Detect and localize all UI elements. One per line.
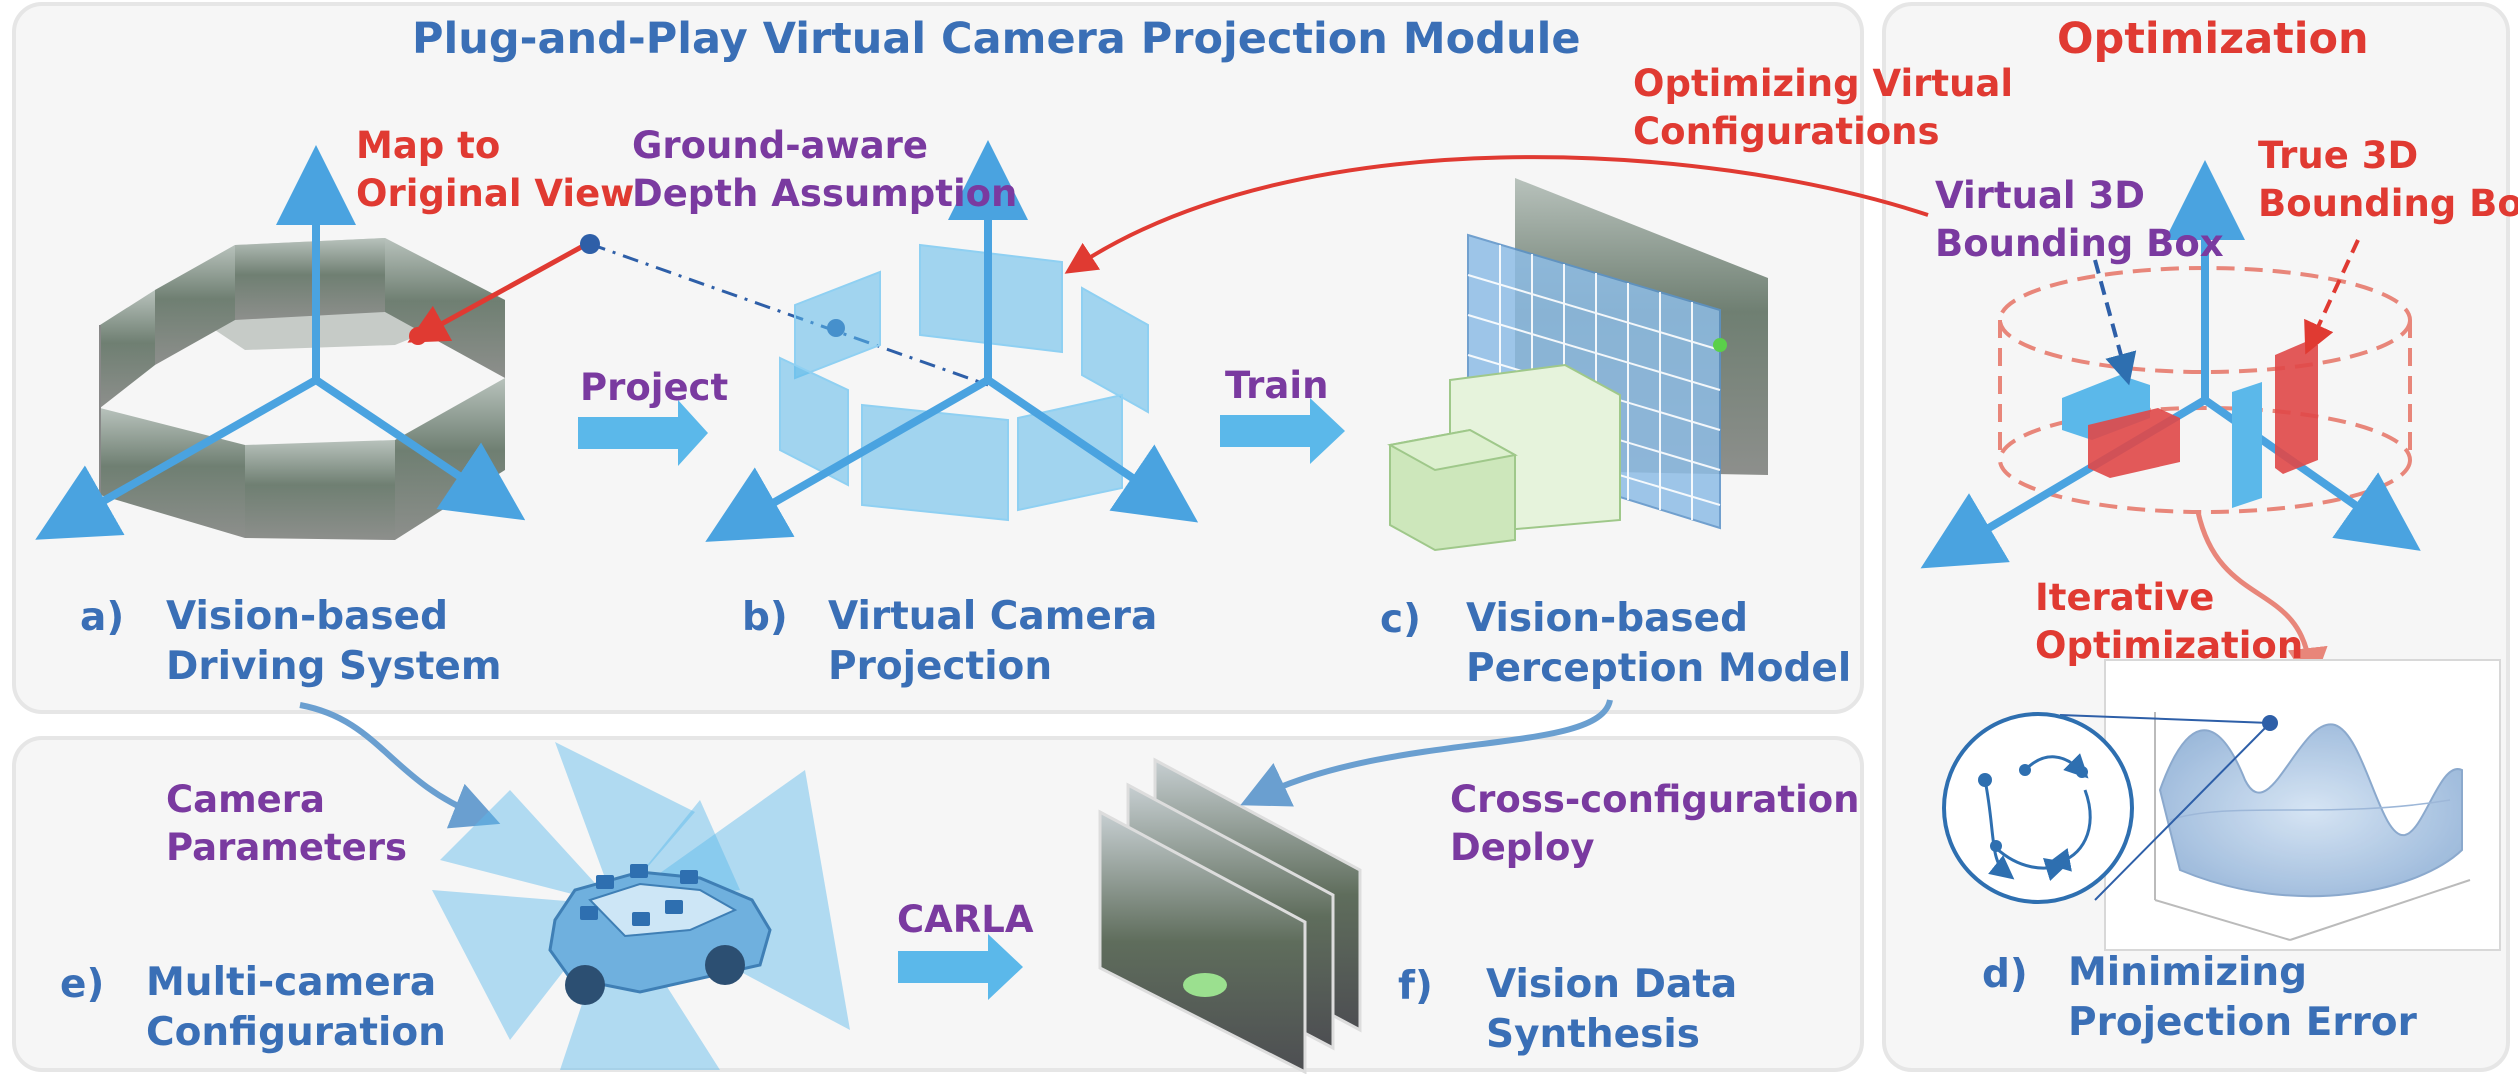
train-arrow: [1220, 398, 1345, 464]
true-3d-bbox: [2088, 340, 2318, 478]
main-title: Plug-and-Play Virtual Camera Projection …: [412, 14, 1581, 64]
zoom-circle: [1942, 712, 2271, 904]
error-surface-plot: [2104, 659, 2501, 951]
label-carla: CARLA: [897, 898, 1034, 941]
label-optimizing-virtual: Optimizing Virtual Configurations: [1633, 62, 2014, 153]
caption-a-letter: a): [80, 595, 125, 640]
application-panel: [12, 736, 1864, 1072]
carla-arrow: [898, 934, 1023, 1000]
caption-b-letter: b): [742, 595, 788, 640]
caption-a: Vision-based Driving System: [166, 594, 502, 689]
caption-f-letter: f): [1398, 964, 1433, 1009]
iterative-optimization-arrow: [2195, 511, 2328, 688]
virtual-camera-planes: [779, 243, 1149, 522]
voxel-cubes: [1387, 363, 1621, 552]
camera-parameters-arrow: [299, 702, 501, 829]
virtual-bbox-pointer: [2093, 259, 2137, 386]
map-to-original-arrow: [407, 242, 587, 345]
axes-a: [35, 145, 526, 540]
label-iterative-optimization: Iterative Optimization: [2035, 576, 2304, 667]
deploy-arrow: [1240, 699, 1613, 807]
project-arrow: [578, 400, 708, 466]
label-project: Project: [580, 366, 729, 409]
label-cross-configuration-deploy: Cross-configuration Deploy: [1450, 778, 1860, 869]
true-bbox-pointer: [2304, 239, 2360, 355]
label-camera-parameters: Camera Parameters: [166, 778, 408, 869]
label-true-3d-bbox: True 3D Bounding Box: [2258, 134, 2518, 225]
caption-d: Minimizing Projection Error: [2068, 950, 2417, 1045]
caption-b: Virtual Camera Projection: [828, 594, 1158, 689]
caption-d-letter: d): [1982, 952, 2028, 997]
caption-c-letter: c): [1380, 597, 1421, 642]
caption-f: Vision Data Synthesis: [1486, 962, 1738, 1057]
synthesized-frames: [1098, 757, 1362, 1074]
car: [548, 864, 772, 1005]
label-train: Train: [1225, 364, 1329, 407]
caption-c: Vision-based Perception Model: [1466, 596, 1852, 691]
axes-b: [705, 140, 1199, 542]
caption-e-letter: e): [60, 962, 105, 1007]
label-virtual-3d-bbox: Virtual 3D Bounding Box: [1935, 174, 2224, 265]
label-ground-aware-depth: Ground-aware Depth Assumption: [632, 124, 1018, 215]
optimizing-config-arrow: [1064, 155, 1929, 274]
optimization-title: Optimization: [2057, 14, 2369, 64]
label-map-to-original-view: Map to Original View: [356, 124, 635, 215]
caption-e: Multi-camera Configuration: [146, 960, 446, 1055]
